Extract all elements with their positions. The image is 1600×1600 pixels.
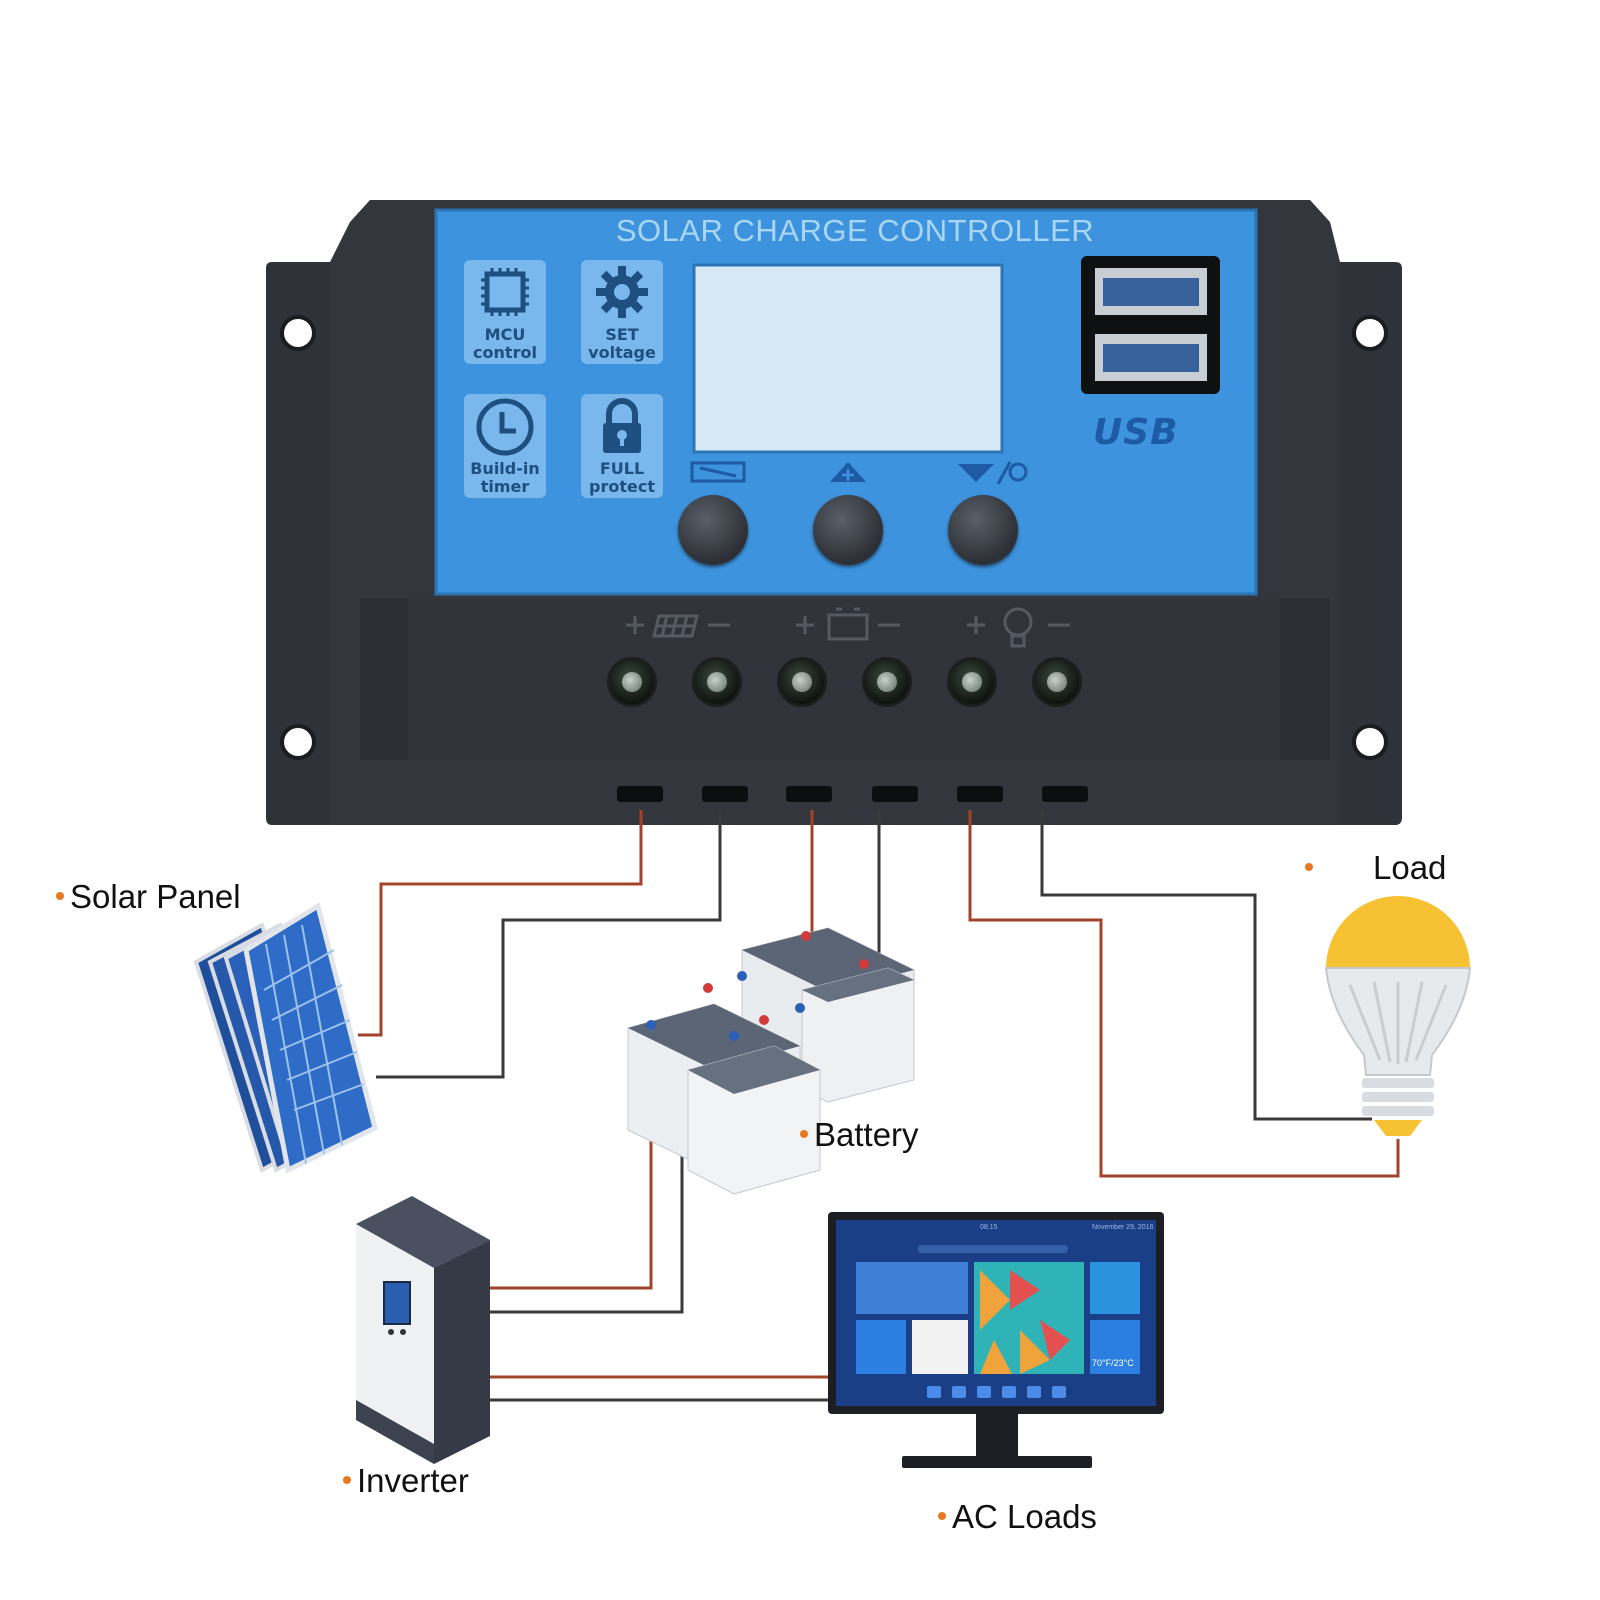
- menu-button[interactable]: [678, 495, 748, 565]
- battery-bank-illustration: [627, 927, 915, 1195]
- feature-line1: MCU: [484, 325, 526, 344]
- down-light-icon: [958, 461, 1028, 485]
- controller-title: SOLAR CHARGE CONTROLLER: [615, 213, 1095, 248]
- wire-slots: [617, 786, 1088, 802]
- feature-line2: control: [473, 343, 537, 362]
- menu-icon: [690, 461, 746, 483]
- feature-line1: FULL: [599, 459, 645, 478]
- monitor-illustration: [828, 1212, 1164, 1468]
- ac-loads-label: AC Loads: [938, 1500, 1097, 1533]
- up-icon: [830, 462, 866, 482]
- bullet-dot: [800, 1130, 808, 1139]
- monitor-weather: 70°F/23°C: [1092, 1358, 1134, 1368]
- bullet-dot: [1305, 863, 1313, 872]
- terminal-screw-battery-positive[interactable]: [777, 657, 827, 707]
- usb-ports[interactable]: [1081, 256, 1220, 394]
- usb-label: USB: [1093, 412, 1179, 453]
- mount-hole: [280, 724, 316, 760]
- feature-line1: SET: [605, 325, 639, 344]
- solar-panel-illustration: [193, 902, 378, 1174]
- terminal-screw-load-negative[interactable]: [1032, 657, 1082, 707]
- battery-icon: [796, 607, 900, 641]
- solar-positive-wire: [358, 810, 643, 1037]
- mount-hole: [1352, 315, 1388, 351]
- feature-mcu-control: MCU control: [464, 260, 546, 364]
- mount-hole: [280, 315, 316, 351]
- monitor-date: November 29, 2016: [1092, 1224, 1154, 1231]
- terminal-screw-solar-positive[interactable]: [607, 657, 657, 707]
- solar-negative-wire: [376, 810, 722, 1079]
- light-bulb-illustration: [1324, 896, 1472, 1136]
- up-button[interactable]: [813, 495, 883, 565]
- inverter-screen: [383, 1281, 411, 1325]
- gear-icon: [596, 266, 648, 318]
- feature-full-protect: FULL protect: [581, 394, 663, 498]
- battery-text: Battery: [814, 1116, 919, 1153]
- feature-line2: protect: [589, 477, 655, 496]
- down-button[interactable]: [948, 495, 1018, 565]
- mount-hole: [1352, 724, 1388, 760]
- load-positive-wire: [968, 810, 1400, 1178]
- clock-icon: [476, 398, 534, 456]
- solar-panel-icon: [626, 614, 730, 638]
- load-label: Load: [1305, 851, 1446, 884]
- ac-loads-text: AC Loads: [952, 1498, 1097, 1535]
- wires: [358, 810, 1400, 1402]
- battery-label: Battery: [800, 1118, 919, 1151]
- terminal-screw-battery-negative[interactable]: [862, 657, 912, 707]
- bullet-dot: [343, 1476, 351, 1485]
- bullet-dot: [938, 1512, 946, 1521]
- inverter-text: Inverter: [357, 1462, 469, 1499]
- inverter-illustration: [356, 1196, 490, 1464]
- inverter-negative-wire: [490, 1103, 684, 1314]
- feature-build-in-timer: Build-in timer: [464, 394, 546, 498]
- solar-panel-label: Solar Panel: [56, 880, 241, 913]
- feature-set-voltage: SET voltage: [581, 260, 663, 364]
- terminal-screw-solar-negative[interactable]: [692, 657, 742, 707]
- lcd-display: [692, 263, 1004, 454]
- bullet-dot: [56, 892, 64, 901]
- feature-line1: Build-in: [470, 459, 540, 478]
- feature-line2: timer: [480, 477, 530, 496]
- load-negative-wire: [1040, 810, 1372, 1121]
- solar-panel-text: Solar Panel: [70, 878, 241, 915]
- load-text: Load: [1373, 849, 1447, 886]
- feature-line2: voltage: [588, 343, 656, 362]
- inverter-positive-wire: [490, 1103, 653, 1290]
- chip-icon: [481, 268, 529, 316]
- inverter-label: Inverter: [343, 1464, 469, 1497]
- lock-icon: [603, 398, 641, 453]
- terminal-screw-load-positive[interactable]: [947, 657, 997, 707]
- bulb-icon: [967, 607, 1070, 648]
- monitor-time: 08:15: [980, 1224, 998, 1231]
